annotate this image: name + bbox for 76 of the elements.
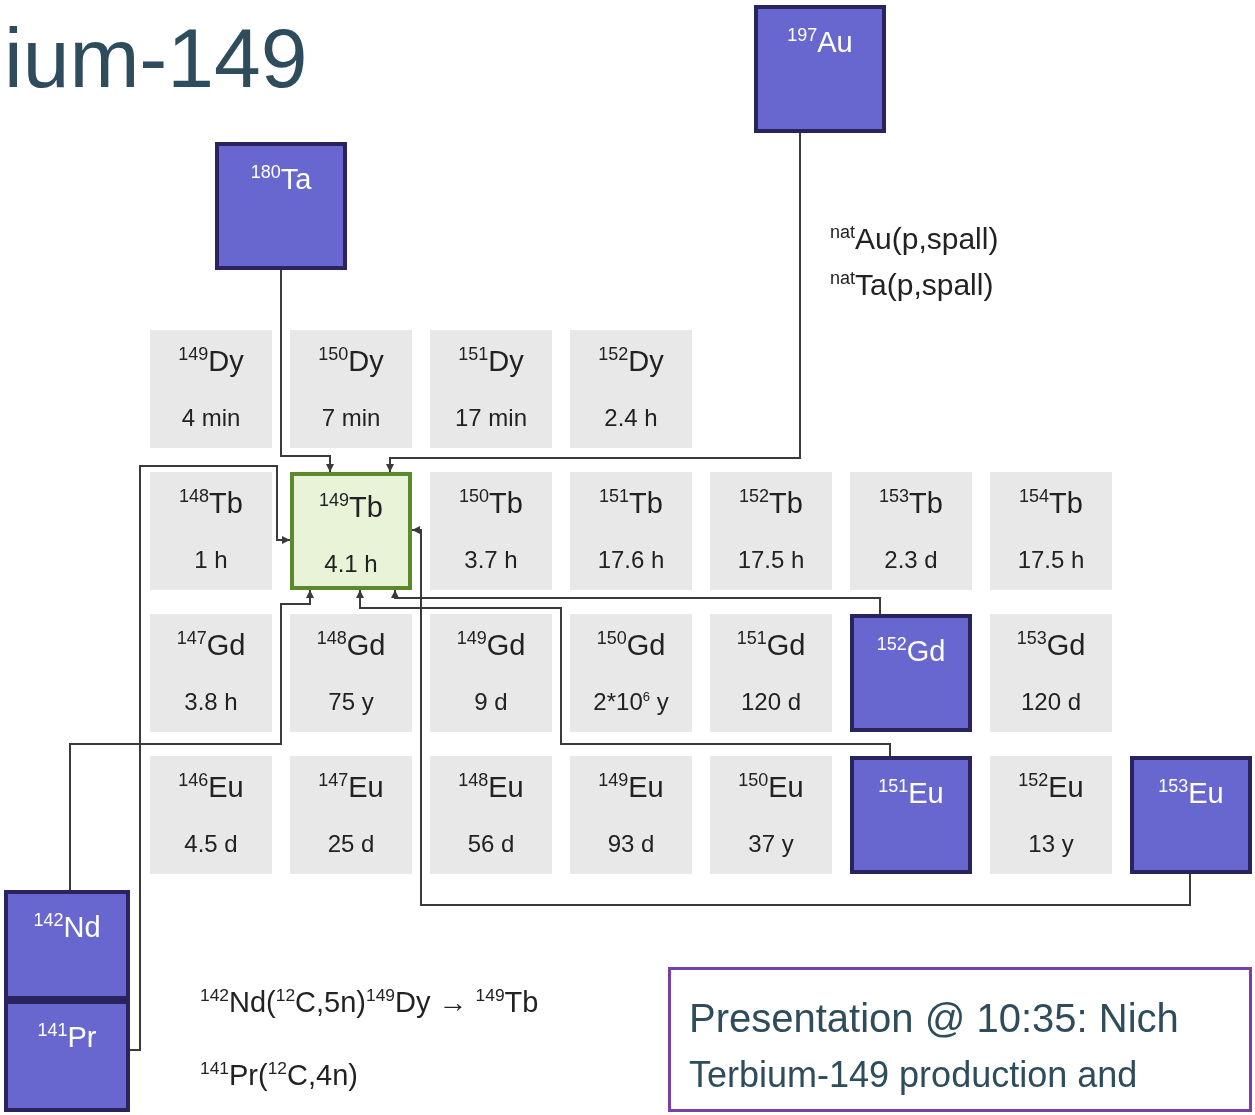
reaction-label: $^{nat}$Au(p,spall) bbox=[830, 222, 999, 256]
nuclide-symbol: $^{197}$Au bbox=[786, 25, 854, 59]
nuclide-symbol: $^{154}$Tb bbox=[1018, 486, 1084, 520]
half-life: 120 d bbox=[1019, 688, 1083, 716]
half-life: 4.1 h bbox=[323, 550, 379, 578]
arrow bbox=[386, 132, 801, 473]
nuclide-symbol: $^{149}$Gd bbox=[455, 628, 527, 662]
half-life: 75 y bbox=[327, 688, 375, 716]
nuclide-symbol: $^{150}$Eu bbox=[737, 770, 805, 804]
nuclide-symbol: $^{153}$Gd bbox=[1015, 628, 1087, 662]
nuclide-symbol: $^{150}$Dy bbox=[317, 344, 385, 378]
nuclide-symbol: $^{150}$Gd bbox=[595, 628, 667, 662]
nuclide-symbol: $^{153}$Tb bbox=[878, 486, 944, 520]
nuclide-symbol: $^{152}$Tb bbox=[738, 486, 804, 520]
presentation-note-box bbox=[668, 967, 1252, 1112]
nuclide-symbol: $^{151}$Eu bbox=[877, 776, 945, 810]
half-life: 56 d bbox=[466, 830, 516, 858]
stable-nuclide-box bbox=[4, 890, 130, 1000]
stable-nuclide-box bbox=[754, 5, 886, 133]
half-life: 3.8 h bbox=[183, 688, 239, 716]
half-life: 4 min bbox=[180, 404, 242, 432]
nuclide-symbol: $^{147}$Gd bbox=[175, 628, 247, 662]
half-life: 17 min bbox=[453, 404, 528, 432]
nuclide-symbol: $^{151}$Gd bbox=[735, 628, 807, 662]
reaction-label: $^{nat}$Ta(p,spall) bbox=[830, 268, 994, 302]
half-life: 4.5 d bbox=[183, 830, 239, 858]
page-title: ium-149 bbox=[4, 10, 308, 107]
half-life: 2.4 h bbox=[603, 404, 659, 432]
nuclide-symbol: $^{141}$Pr bbox=[36, 1020, 98, 1054]
reaction-label: $^{141}$Pr($^{12}$C,4n) bbox=[200, 1058, 358, 1092]
nuclide-symbol: $^{148}$Gd bbox=[315, 628, 387, 662]
nuclide-symbol: $^{180}$Ta bbox=[249, 162, 313, 196]
presentation-subtitle: Terbium-149 production and bbox=[689, 1054, 1138, 1096]
half-life: 37 y bbox=[747, 830, 795, 858]
stable-nuclide-box bbox=[1130, 756, 1252, 874]
nuclide-symbol: $^{149}$Tb bbox=[318, 490, 384, 524]
nuclide-symbol: $^{152}$Eu bbox=[1017, 770, 1085, 804]
arrow bbox=[69, 589, 314, 891]
stable-nuclide-box bbox=[215, 142, 347, 270]
half-life: 7 min bbox=[320, 404, 382, 432]
nuclide-symbol: $^{152}$Dy bbox=[597, 344, 665, 378]
arrow bbox=[411, 526, 1191, 906]
arrow bbox=[129, 465, 291, 1051]
arrow bbox=[356, 589, 891, 757]
half-life: 25 d bbox=[326, 830, 376, 858]
half-life: 3.7 h bbox=[463, 546, 519, 574]
presentation-heading: Presentation @ 10:35: Nich bbox=[689, 996, 1179, 1041]
nuclide-symbol: $^{151}$Tb bbox=[598, 486, 664, 520]
half-life: 2*10$^{6}$ y bbox=[592, 688, 670, 716]
half-life: 120 d bbox=[739, 688, 803, 716]
nuclide-symbol: $^{148}$Eu bbox=[457, 770, 525, 804]
reaction-equation: $^{142}$Nd($^{12}$C,5n)$^{149}$Dy → $^{149}$Tb bbox=[200, 985, 539, 1019]
half-life: 9 d bbox=[473, 688, 509, 716]
nuclide-symbol: $^{149}$Eu bbox=[597, 770, 665, 804]
nuclide-symbol: $^{153}$Eu bbox=[1157, 776, 1225, 810]
half-life: 17.5 h bbox=[1016, 546, 1086, 574]
stable-nuclide-box bbox=[850, 756, 972, 874]
nuclide-symbol: $^{152}$Gd bbox=[875, 634, 947, 668]
nuclide-symbol: $^{142}$Nd bbox=[32, 910, 102, 944]
nuclide-symbol: $^{150}$Tb bbox=[458, 486, 524, 520]
arrow bbox=[391, 589, 881, 615]
half-life: 2.3 d bbox=[883, 546, 939, 574]
half-life: 93 d bbox=[606, 830, 656, 858]
stable-nuclide-box bbox=[850, 614, 972, 732]
stable-nuclide-box bbox=[4, 1000, 130, 1112]
nuclide-symbol: $^{148}$Tb bbox=[178, 486, 244, 520]
target-nuclide-cell bbox=[290, 472, 412, 590]
half-life: 13 y bbox=[1027, 830, 1075, 858]
half-life: 17.6 h bbox=[596, 546, 666, 574]
nuclide-symbol: $^{146}$Eu bbox=[177, 770, 245, 804]
nuclide-symbol: $^{147}$Eu bbox=[317, 770, 385, 804]
nuclide-symbol: $^{149}$Dy bbox=[177, 344, 245, 378]
half-life: 17.5 h bbox=[736, 546, 806, 574]
arrow bbox=[280, 269, 334, 473]
half-life: 1 h bbox=[193, 546, 229, 574]
nuclide-symbol: $^{151}$Dy bbox=[457, 344, 525, 378]
